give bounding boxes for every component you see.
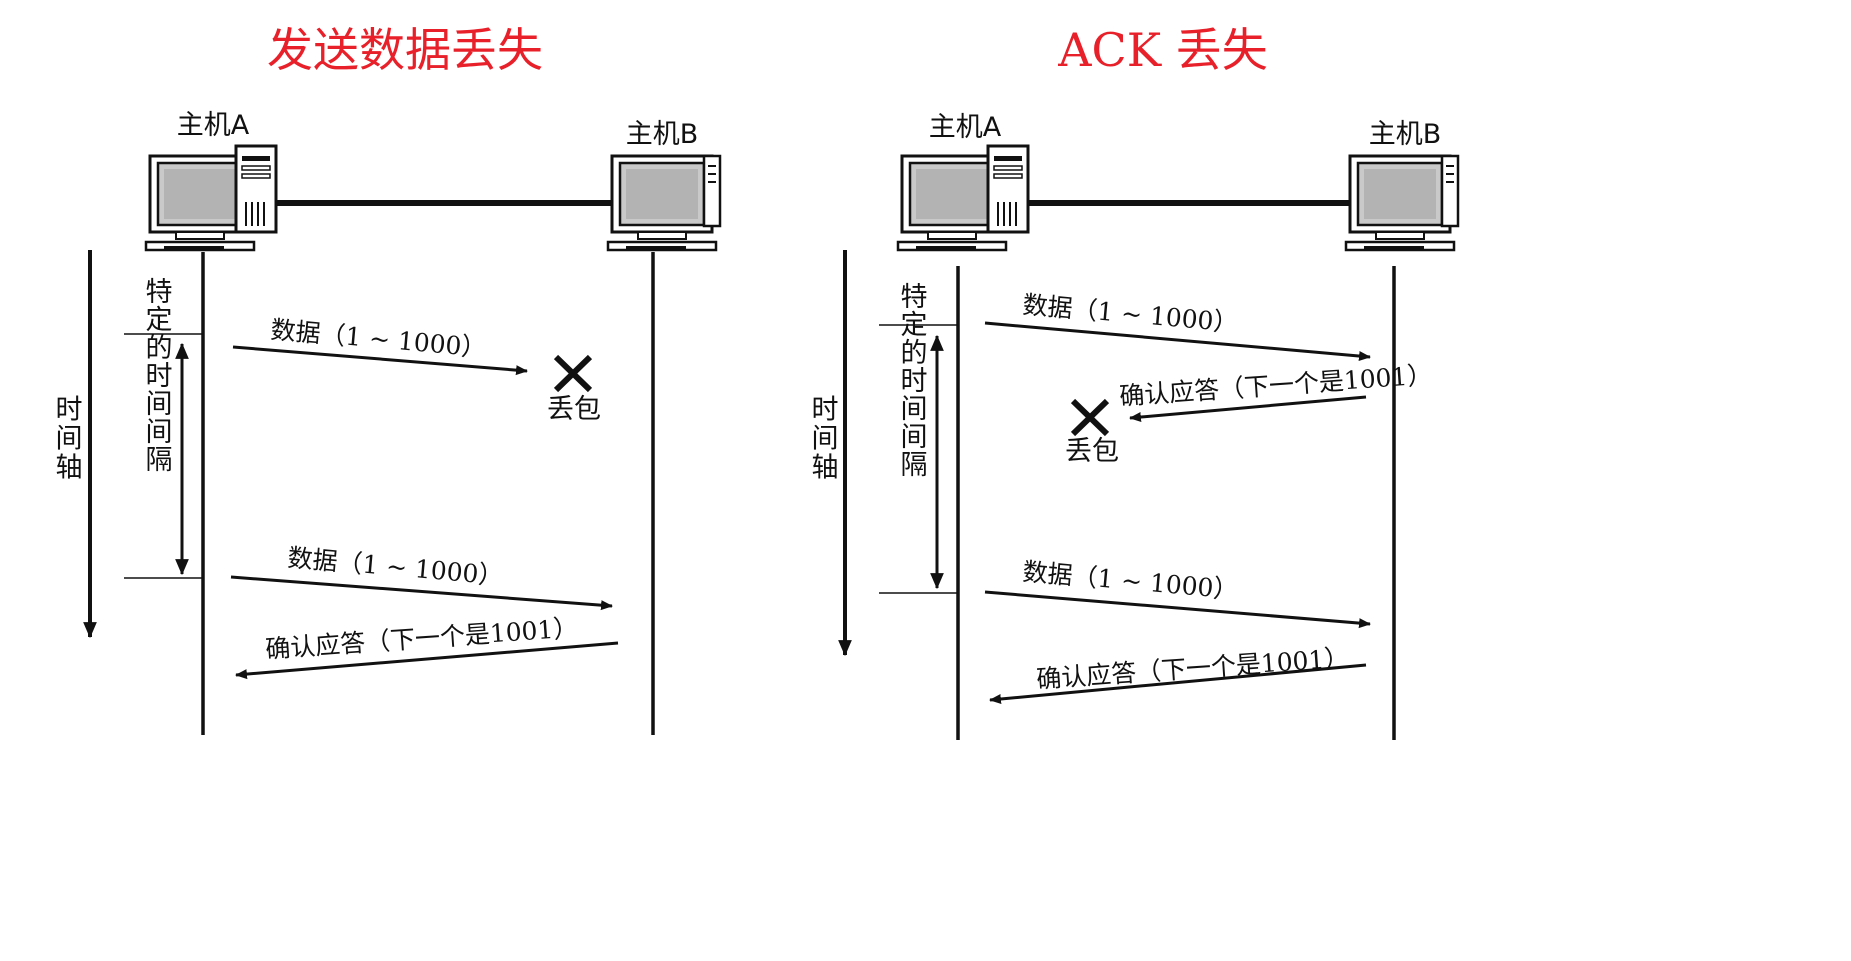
message-arrow-data [984, 321, 1371, 362]
interval-label: 特定的时间间隔 [141, 277, 173, 473]
host-b-computer-icon [606, 154, 722, 252]
host-a-computer-icon [144, 144, 278, 252]
message-label-ack-lost: 确认应答（下一个是1001） [1118, 360, 1433, 411]
panel-data-loss: 发送数据丢失 主机A 主机B 时间轴 特定的时间间隔 数据（1 ~ 1000） [51, 23, 722, 735]
panel-title: ACK 丢失 [1057, 23, 1267, 77]
packet-loss-label: 丢包 [1065, 436, 1119, 467]
message-arrow-ack [235, 641, 619, 680]
host-b-computer-icon [1344, 154, 1460, 252]
host-a-label: 主机A [177, 110, 250, 141]
panel-title: 发送数据丢失 [267, 23, 543, 77]
host-b-label: 主机B [626, 119, 699, 150]
interval-label: 特定的时间间隔 [896, 282, 928, 478]
panel-ack-loss: ACK 丢失 主机A 主机B 时间轴 特定的时间间隔 数据（1 ~ 1000） [807, 23, 1460, 740]
message-label-data: 数据（1 ~ 1000） [1021, 290, 1239, 338]
message-arrow-data-retransmit [230, 575, 613, 611]
message-label-ack: 确认应答（下一个是1001） [1035, 643, 1350, 694]
packet-loss-label: 丢包 [547, 394, 601, 425]
packet-loss-cross-icon [1070, 398, 1110, 437]
message-label-data: 数据（1 ~ 1000） [269, 315, 487, 363]
packet-loss-cross-icon [553, 354, 593, 393]
host-b-label: 主机B [1369, 119, 1442, 150]
time-axis-label: 时间轴 [807, 394, 838, 481]
message-arrow-ack-lost [1129, 395, 1367, 423]
host-a-computer-icon [896, 144, 1030, 252]
message-arrow-ack [989, 663, 1367, 704]
host-a-label: 主机A [929, 112, 1002, 143]
time-axis-label: 时间轴 [51, 394, 82, 481]
message-arrow-data-retransmit [984, 590, 1371, 629]
message-label-ack: 确认应答（下一个是1001） [264, 613, 579, 664]
message-arrow-data [232, 345, 528, 376]
